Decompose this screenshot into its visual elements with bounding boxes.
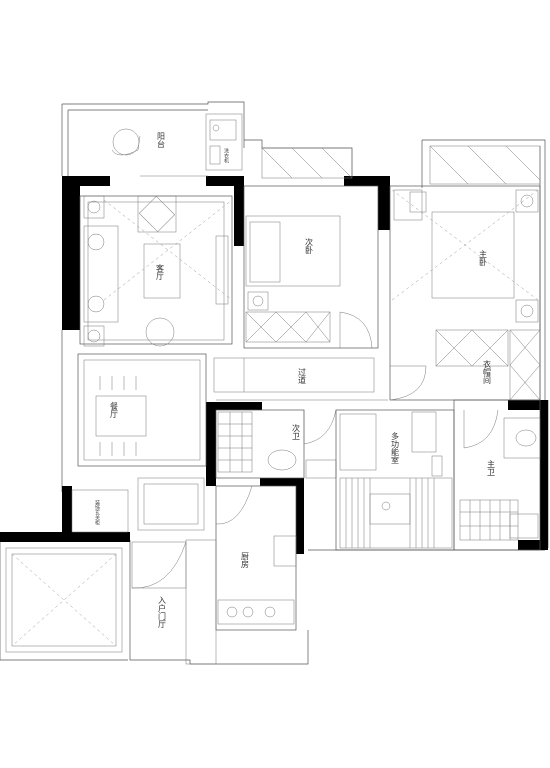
label-wardrobe: 衣帽间	[483, 359, 492, 385]
second-bedroom	[243, 147, 379, 349]
entry-hall	[5, 539, 217, 665]
living-room	[79, 195, 233, 347]
label-shoe-cabinet: 装饰玄关柜	[94, 499, 100, 526]
room-labels: 阳台 洗衣机 客厅 次卧 主卧 过道 衣帽间 餐厅 次卫 多功能室 主卫 装饰玄…	[94, 132, 496, 628]
corridor	[213, 357, 388, 401]
label-balcony: 阳台	[157, 132, 166, 149]
master-bedroom	[389, 145, 541, 401]
label-second-bath: 次卫	[292, 423, 301, 440]
second-bath	[215, 409, 337, 479]
label-dining: 餐厅	[110, 402, 119, 418]
kitchen	[215, 485, 297, 631]
balcony	[111, 113, 243, 177]
label-kitchen: 厨房	[241, 552, 250, 569]
label-living-room: 客厅	[156, 263, 165, 280]
master-bath	[453, 399, 541, 551]
multi-function-room	[335, 409, 455, 551]
label-second-bedroom: 次卧	[305, 237, 314, 255]
label-washer: 洗衣机	[223, 147, 229, 164]
label-multi-room: 多功能室	[391, 431, 400, 464]
label-entry-hall: 入户门厅	[158, 596, 167, 628]
dining	[71, 353, 207, 533]
label-corridor: 过道	[298, 367, 307, 385]
label-master-bath: 主卫	[487, 459, 496, 476]
load-bearing-walls	[0, 176, 548, 554]
label-master-bedroom: 主卧	[479, 249, 488, 267]
